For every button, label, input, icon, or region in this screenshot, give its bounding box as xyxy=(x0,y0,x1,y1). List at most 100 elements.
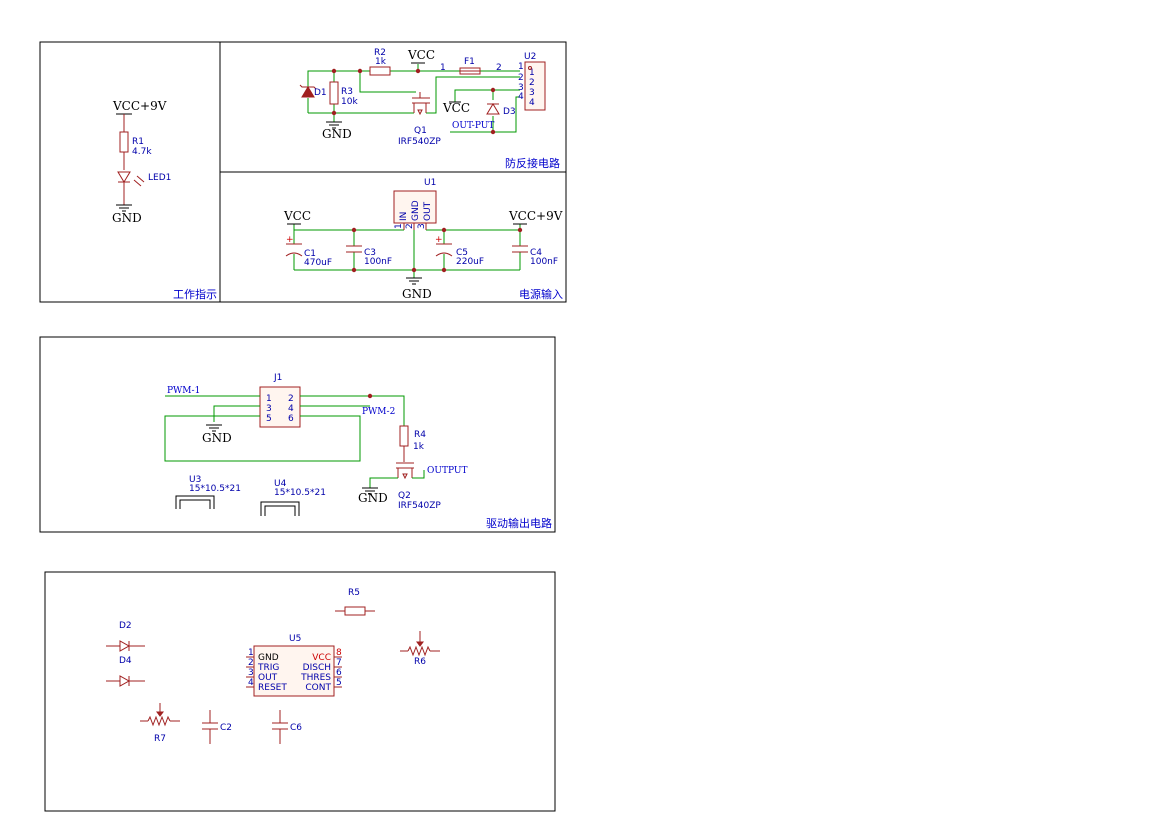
u5-pin-num-5: 5 xyxy=(336,678,342,688)
u2-pin-1: 1 xyxy=(529,68,535,78)
u2-pin-num-4: 4 xyxy=(518,92,524,102)
u2-pin-num-2: 2 xyxy=(518,73,524,83)
r3-value: 10k xyxy=(341,97,358,107)
junction xyxy=(490,129,496,135)
timer-circuit: R5 D2 D4 U5 GND TRIG OUT RESET VCC DISCH… xyxy=(106,588,440,744)
led1-diode xyxy=(117,171,131,183)
j1-pin-4: 4 xyxy=(288,404,294,414)
q1-value: IRF540ZP xyxy=(398,137,441,147)
r7-resistor xyxy=(147,715,171,727)
q2-ref: Q2 xyxy=(398,491,411,501)
u1-pin-out: OUT xyxy=(423,201,433,221)
junction xyxy=(411,267,417,273)
junction xyxy=(517,227,523,233)
junction xyxy=(490,87,496,93)
j1-pin-3: 3 xyxy=(266,404,272,414)
u5-pin-disch: DISCH xyxy=(303,663,331,673)
c4-ref: C4 xyxy=(530,248,542,258)
u2-pin-num-3: 3 xyxy=(518,83,524,93)
r6-wiper-arrow xyxy=(416,641,424,647)
u2-connector xyxy=(524,61,546,111)
junction xyxy=(351,267,357,273)
r7-ref: R7 xyxy=(154,734,166,744)
vcc9v-label-indicator: VCC+9V xyxy=(112,99,167,113)
u5-pin-num-4: 4 xyxy=(248,678,254,688)
section-title-drive-output: 驱动输出电路 xyxy=(486,516,552,530)
d3-ref: D3 xyxy=(503,107,516,117)
c4-value: 100nF xyxy=(530,257,558,267)
c1-polarity: + xyxy=(286,235,294,245)
u2-ref: U2 xyxy=(524,52,536,62)
wire-vcc-u2 xyxy=(454,89,520,102)
j1-pin-2: 2 xyxy=(288,394,294,404)
d1-ref: D1 xyxy=(314,88,327,98)
drive-output-frame xyxy=(39,336,556,533)
u1-regulator xyxy=(393,190,437,224)
d1-zener-bar xyxy=(299,84,317,90)
u5-pin-num-6: 6 xyxy=(336,668,342,678)
u2-pin-4: 4 xyxy=(529,98,535,108)
junction xyxy=(331,110,337,116)
c5-value: 220uF xyxy=(456,257,484,267)
u3-ref: U3 xyxy=(189,475,201,485)
u5-timer-ic xyxy=(253,645,335,697)
r4-ref: R4 xyxy=(414,430,426,440)
u4-value: 15*10.5*21 xyxy=(274,488,326,498)
drive-output-circuit: J1 1 2 3 4 5 6 PWM-1 PWM-2 GND R4 1k OUT… xyxy=(164,373,467,516)
d1-zener-diode xyxy=(301,86,315,98)
indicator-circuit: VCC+9V R1 4.7k LED1 GND xyxy=(112,99,171,225)
u5-pin-num-1: 1 xyxy=(248,648,254,658)
c5-polarity: + xyxy=(435,235,443,245)
u5-pin-vcc: VCC xyxy=(312,653,331,663)
led1-ref: LED1 xyxy=(148,173,171,183)
vcc9v-label-power: VCC+9V xyxy=(508,209,563,223)
f1-pin1: 1 xyxy=(440,63,446,73)
gnd-label-indicator: GND xyxy=(112,211,142,225)
section-title-indicator: 工作指示 xyxy=(173,287,217,301)
d4-diode xyxy=(119,675,131,687)
c6-ref: C6 xyxy=(290,723,302,733)
u5-pin-gnd: GND xyxy=(258,653,279,663)
c5-ref: C5 xyxy=(456,248,468,258)
q1-ref: Q1 xyxy=(414,126,427,136)
u2-pin-num-1: 1 xyxy=(518,62,524,72)
r1-value: 4.7k xyxy=(132,147,152,157)
c2-ref: C2 xyxy=(220,723,232,733)
r1-ref: R1 xyxy=(132,137,144,147)
u5-pin-num-3: 3 xyxy=(248,668,254,678)
u5-pin-out: OUT xyxy=(258,673,278,683)
wire-q1-gate xyxy=(359,71,416,93)
u4-heatsink-inner xyxy=(264,505,296,516)
q2-value: IRF540ZP xyxy=(398,501,441,511)
c3-ref: C3 xyxy=(364,248,376,258)
junction xyxy=(367,393,373,399)
c1-ref: C1 xyxy=(304,249,316,259)
u5-pin-cont: CONT xyxy=(305,683,331,693)
r3-resistor xyxy=(329,81,339,105)
gnd-label-power: GND xyxy=(402,287,432,301)
u1-pin-in: IN xyxy=(399,212,409,221)
u4-ref: U4 xyxy=(274,479,287,489)
d3-diode xyxy=(486,103,500,115)
u2-pin-3: 3 xyxy=(529,88,535,98)
section-title-power-input: 电源输入 xyxy=(519,287,563,301)
led1-ray-2 xyxy=(136,175,145,183)
j1-connector xyxy=(259,386,301,428)
u1-pin-num-2: 2 xyxy=(405,223,415,229)
u3-heatsink-inner xyxy=(179,499,211,509)
vcc-label-power: VCC xyxy=(283,209,311,223)
j1-ref: J1 xyxy=(273,373,282,383)
d2-diode xyxy=(119,640,131,652)
u5-pin-num-8: 8 xyxy=(336,648,342,658)
r6-ref: R6 xyxy=(414,657,426,667)
junction xyxy=(415,68,421,74)
j1-pin-6: 6 xyxy=(288,414,294,424)
u4-heatsink xyxy=(260,501,300,516)
r1-resistor xyxy=(119,131,129,153)
u5-pin-thres: THRES xyxy=(300,673,331,683)
u2-pin-2: 2 xyxy=(529,78,535,88)
c3-value: 100nF xyxy=(364,257,392,267)
u3-heatsink xyxy=(175,495,215,509)
r3-ref: R3 xyxy=(341,87,353,97)
c1-value: 470uF xyxy=(304,258,332,268)
